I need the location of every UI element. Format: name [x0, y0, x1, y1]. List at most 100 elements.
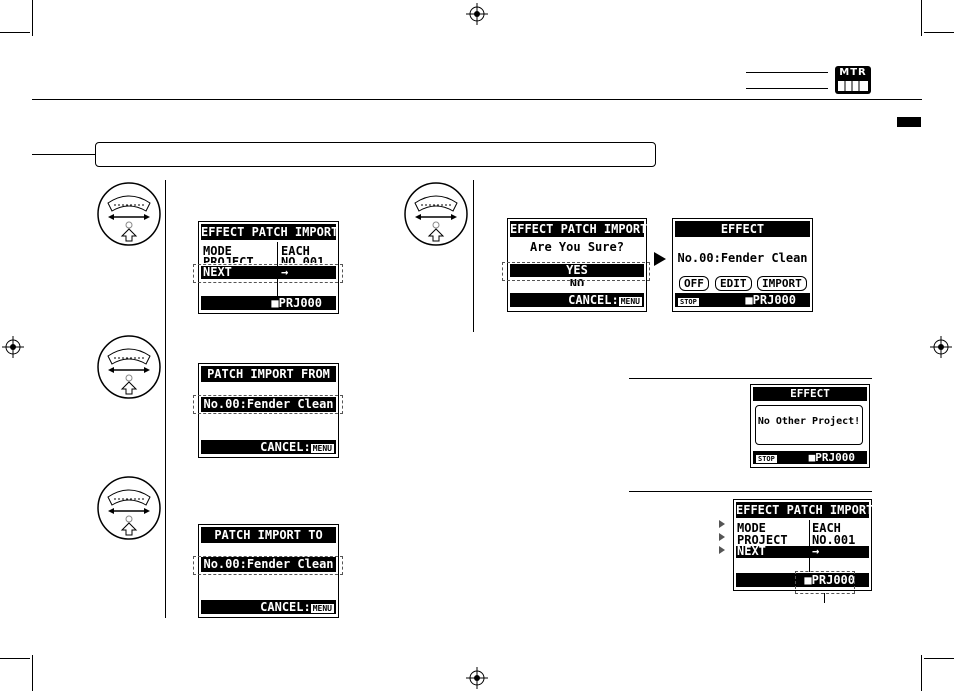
dial-step-icon: [97, 476, 161, 540]
note-rule: [629, 378, 872, 379]
lcd-edit-button: EDIT: [715, 276, 752, 291]
lcd-selected-row: NEXT →: [201, 265, 336, 279]
callout-line: [809, 558, 810, 572]
lcd-footer: CANCEL:MENU: [510, 293, 644, 307]
lcd-footer-project: PRJ000: [278, 296, 322, 310]
menu-badge: MENU: [618, 297, 642, 306]
crop-mark: [921, 655, 922, 691]
arrow-right-icon: [654, 252, 666, 266]
lcd-row-label: MODE: [203, 244, 232, 258]
lcd-off-button: OFF: [679, 276, 709, 291]
lcd-row-label: NEXT: [737, 544, 766, 558]
lcd-title: EFFECT: [753, 387, 867, 401]
lcd-title: EFFECT PATCH IMPORT: [201, 224, 339, 240]
registration-mark-icon: [930, 336, 952, 358]
header-rule: [746, 72, 828, 73]
lcd-footer: ■PRJ000: [736, 573, 869, 587]
section-tab-marker: [897, 117, 921, 127]
column-divider: [165, 180, 166, 618]
crop-mark: [0, 658, 30, 659]
lcd-footer-cancel: CANCEL:: [568, 293, 619, 307]
file-icon: ■: [808, 451, 816, 464]
registration-mark-icon: [2, 336, 24, 358]
dial-step-icon: [97, 335, 161, 399]
note-rule: [629, 491, 872, 492]
lcd-patch-import-from: PATCH IMPORT FROM No.00:Fender Clean CAN…: [198, 363, 339, 458]
lcd-row-value: EACH: [812, 521, 841, 535]
crop-mark: [32, 655, 33, 691]
callout-line: [824, 593, 825, 603]
crop-mark: [0, 32, 30, 33]
crop-mark: [924, 32, 954, 33]
lcd-patch-import-to: PATCH IMPORT TO No.00:Fender Clean CANCE…: [198, 524, 339, 618]
lcd-footer: CANCEL:MENU: [201, 440, 336, 454]
lcd-footer-cancel: CANCEL:: [260, 600, 311, 614]
lcd-selected-patch: No.00:Fender Clean: [201, 397, 336, 412]
lcd-footer-project: PRJ000: [815, 451, 855, 464]
lcd-row-value: NO.001: [812, 533, 856, 547]
callout-line: [277, 279, 278, 296]
lcd-row-label: PROJECT: [203, 255, 254, 263]
lcd-row-value: →: [281, 265, 289, 279]
lcd-row-value: NO.001: [281, 255, 325, 263]
lcd-confirm-import: EFFECT PATCH IMPORT Are You Sure? YES NO…: [507, 218, 647, 312]
lcd-message-box: No Other Project!: [755, 405, 863, 445]
lcd-selected-row: NEXT →: [736, 544, 869, 558]
stop-badge: STOP: [678, 298, 699, 306]
lcd-import-button: IMPORT: [757, 276, 807, 291]
lcd-column-divider: [809, 520, 810, 558]
lcd-effect-patch-import-note: EFFECT PATCH IMPORT MODE EACH PROJECT NO…: [733, 499, 874, 591]
lcd-row-label: MODE: [737, 521, 766, 535]
bullet-arrow-icon: [719, 533, 725, 541]
bullet-arrow-icon: [719, 520, 725, 528]
crop-mark: [32, 0, 33, 36]
mtr-badge-label: MTR: [839, 67, 867, 78]
lcd-question: Are You Sure?: [530, 240, 624, 254]
dial-step-icon: [97, 182, 161, 246]
lcd-effect-patch-import: EFFECT PATCH IMPORT MODE EACH PROJECT NO…: [198, 221, 339, 314]
lcd-footer: CANCEL:MENU: [201, 600, 336, 614]
lcd-patch-name: No.00:Fender Clean: [677, 251, 808, 265]
lcd-row-label: PROJECT: [737, 533, 788, 547]
lcd-title: EFFECT PATCH IMPORT: [510, 221, 648, 237]
lcd-selected-patch: No.00:Fender Clean: [201, 557, 336, 572]
lcd-footer-project-wrap: ■PRJ000: [745, 293, 796, 307]
registration-mark-icon: [466, 667, 488, 689]
selection-highlight: [502, 262, 650, 281]
stop-badge: STOP: [756, 455, 777, 463]
lcd-footer: STOP ■PRJ000: [753, 451, 867, 464]
column-divider: [473, 180, 474, 332]
lcd-no-other-project: EFFECT No Other Project! STOP ■PRJ000: [750, 384, 870, 468]
lcd-footer-project: PRJ000: [752, 293, 796, 307]
menu-badge: MENU: [310, 444, 334, 453]
crop-mark: [921, 0, 922, 36]
lcd-message: No Other Project!: [757, 416, 861, 427]
mtr-tracks-icon: [838, 81, 868, 91]
lcd-footer-project-wrap: ■PRJ000: [809, 451, 855, 464]
section-title-box: [95, 142, 656, 167]
selection-highlight: [795, 571, 855, 594]
lcd-title: EFFECT: [675, 221, 810, 237]
lcd-row-value: →: [812, 544, 820, 558]
bullet-arrow-icon: [719, 546, 725, 554]
lcd-row-value: EACH: [281, 244, 310, 258]
lcd-footer-cancel: CANCEL:: [260, 440, 311, 454]
file-icon: ■: [271, 296, 279, 310]
lcd-footer-project: PRJ000: [811, 573, 855, 587]
lcd-title: EFFECT PATCH IMPORT: [736, 502, 874, 518]
lcd-title: PATCH IMPORT TO: [201, 527, 336, 543]
selection-highlight: [193, 264, 343, 283]
crop-mark: [924, 658, 954, 659]
lcd-yes-option: YES: [510, 264, 644, 277]
section-line: [32, 154, 96, 155]
lcd-footer: ■PRJ000: [201, 296, 336, 310]
lcd-title: PATCH IMPORT FROM: [201, 366, 336, 382]
selection-highlight: [193, 556, 343, 575]
dial-step-icon: [404, 182, 468, 246]
menu-badge: MENU: [310, 604, 334, 613]
mtr-badge: MTR: [835, 66, 871, 94]
header-rule: [746, 88, 828, 89]
header-divider: [32, 99, 922, 100]
lcd-footer: STOP ■PRJ000: [675, 293, 810, 307]
lcd-row-label: NEXT: [203, 265, 232, 279]
